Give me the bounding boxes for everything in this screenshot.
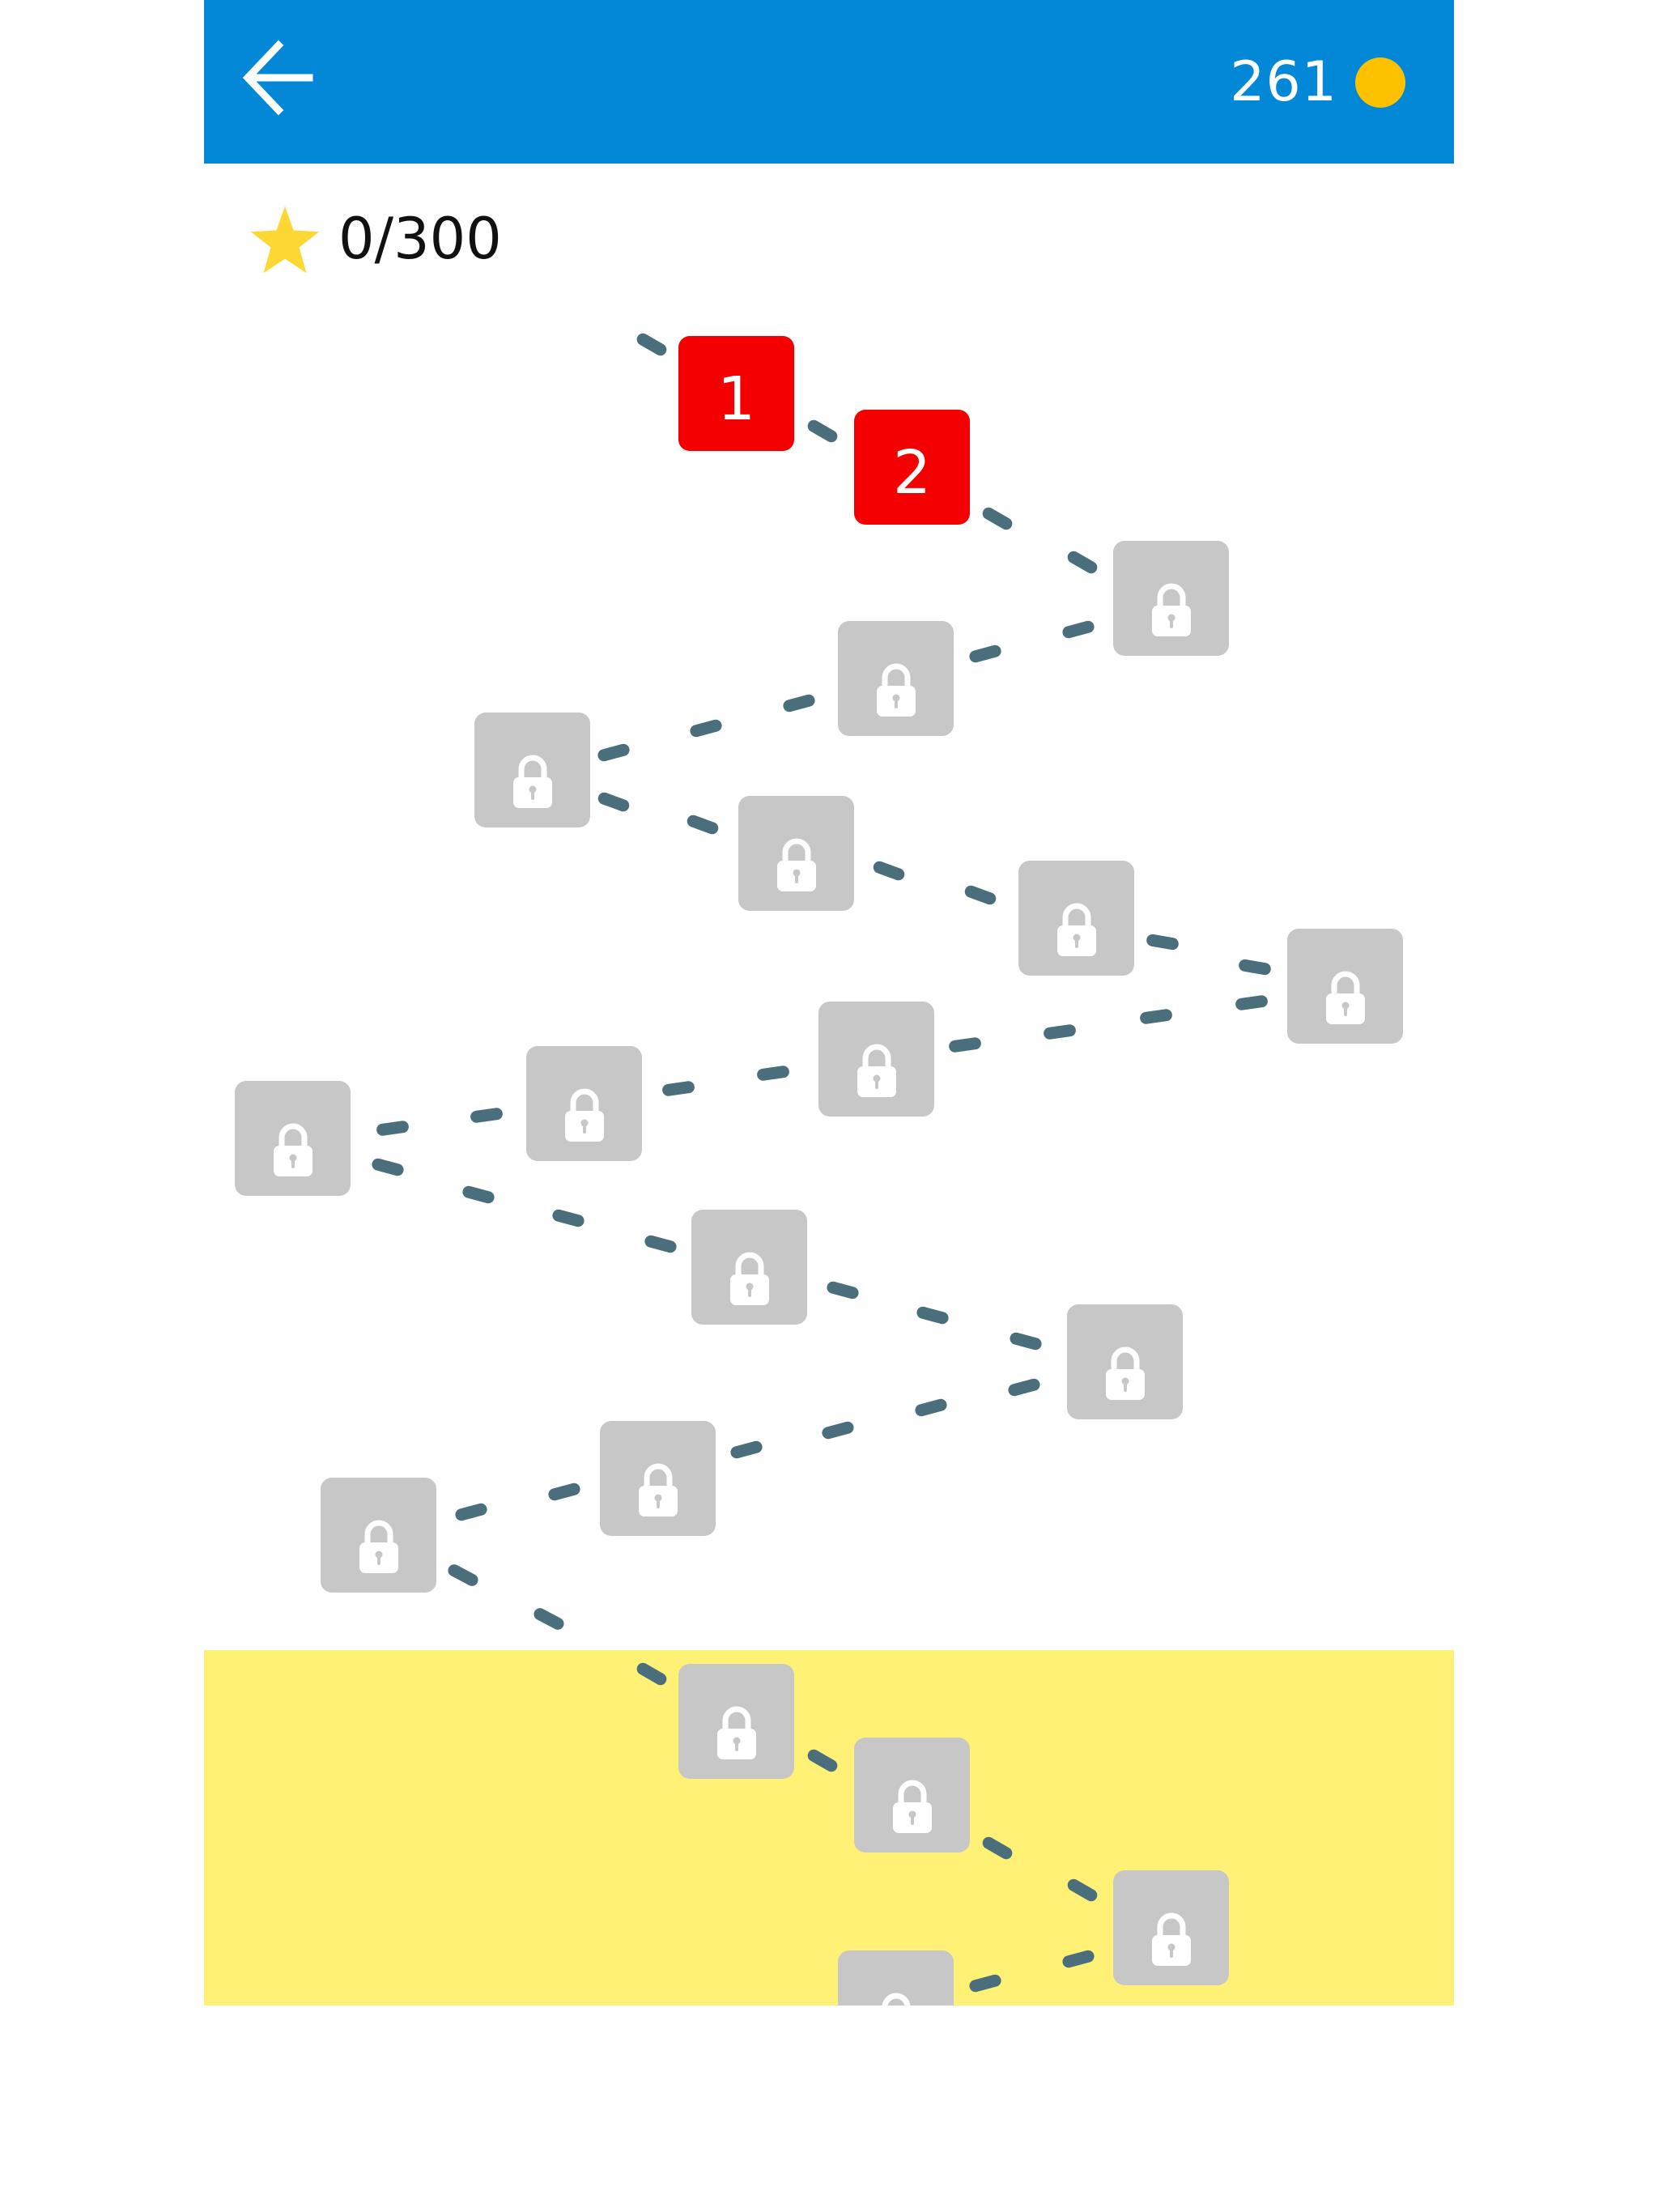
- path-dash: [461, 1185, 496, 1205]
- lock-icon: [359, 1520, 398, 1573]
- path-dash: [685, 813, 721, 836]
- lock-icon: [564, 1088, 604, 1142]
- level-tile-locked[interactable]: [1067, 1304, 1183, 1419]
- path-dash: [643, 1234, 678, 1254]
- level-tile-locked[interactable]: [526, 1046, 642, 1161]
- level-tile-locked[interactable]: [600, 1421, 716, 1536]
- level-number: 2: [892, 438, 932, 508]
- path-dash: [688, 718, 724, 738]
- path-dash: [805, 418, 840, 445]
- path-dash: [531, 1606, 567, 1632]
- path-dash: [634, 331, 670, 358]
- lock-icon: [1325, 971, 1365, 1024]
- coin-balance: 261: [1230, 50, 1405, 115]
- path-dash: [1008, 1331, 1044, 1351]
- path-dash: [1146, 933, 1180, 951]
- level-tile-locked[interactable]: [1113, 1870, 1229, 1985]
- level-tile-locked[interactable]: [1287, 929, 1403, 1044]
- path-dash: [980, 1835, 1015, 1861]
- level-tile-locked[interactable]: [818, 1002, 934, 1117]
- path-dash: [963, 883, 998, 907]
- path-dash: [634, 1661, 670, 1687]
- lock-icon: [1151, 1912, 1191, 1966]
- level-tile-locked[interactable]: [838, 1950, 954, 2006]
- level-tile-1[interactable]: 1: [678, 336, 794, 451]
- path-dash: [596, 790, 631, 814]
- path-dash: [967, 644, 1003, 664]
- path-dash: [596, 742, 631, 763]
- path-dash: [948, 1036, 982, 1053]
- path-dash: [967, 1973, 1003, 1993]
- path-dash: [1006, 1377, 1042, 1397]
- coin-icon: [1355, 57, 1405, 108]
- lock-icon: [729, 1252, 769, 1305]
- path-dash: [376, 1120, 410, 1137]
- path-dash: [470, 1107, 504, 1124]
- level-tile-locked[interactable]: [838, 621, 954, 736]
- path-dash: [1235, 994, 1269, 1011]
- lock-icon: [716, 1706, 756, 1759]
- lock-icon: [1105, 1346, 1145, 1400]
- path-dash: [825, 1280, 861, 1300]
- path-dash: [551, 1208, 586, 1228]
- level-tile-locked[interactable]: [235, 1081, 351, 1196]
- path-dash: [913, 1397, 949, 1418]
- lock-icon: [892, 1780, 932, 1833]
- lock-icon: [776, 838, 816, 891]
- stars-count: 0/300: [338, 206, 502, 272]
- path-dash: [756, 1065, 790, 1082]
- path-dash: [370, 1157, 406, 1177]
- lock-icon: [882, 1993, 910, 2006]
- star-progress: 0/300: [249, 202, 502, 275]
- lock-icon: [1056, 903, 1096, 956]
- lock-icon: [512, 755, 552, 808]
- back-button[interactable]: [228, 32, 325, 130]
- path-dash: [980, 505, 1015, 532]
- lock-icon: [857, 1044, 896, 1097]
- path-dash: [1061, 619, 1096, 640]
- level-tile-locked[interactable]: [1113, 541, 1229, 656]
- level-tile-locked[interactable]: [691, 1210, 807, 1325]
- path-dash: [661, 1080, 695, 1097]
- path-dash: [1043, 1023, 1077, 1040]
- level-tile-locked[interactable]: [1018, 861, 1134, 976]
- path-dash: [546, 1482, 582, 1502]
- path-dash: [729, 1440, 764, 1460]
- path-dash: [871, 859, 907, 883]
- level-tile-locked[interactable]: [738, 796, 854, 911]
- path-dash: [1061, 1949, 1096, 1969]
- coin-count: 261: [1230, 50, 1337, 114]
- path-dash: [1065, 1877, 1100, 1904]
- path-dash: [1139, 1008, 1173, 1025]
- top-app-bar: 261: [204, 0, 1454, 164]
- lock-icon: [638, 1463, 678, 1516]
- path-dash: [453, 1502, 489, 1522]
- world-band-highlight: [204, 1650, 1454, 2006]
- path-dash: [445, 1562, 481, 1589]
- lock-icon: [876, 663, 916, 717]
- lock-icon: [1151, 583, 1191, 636]
- path-dash: [781, 693, 817, 713]
- path-dash: [1065, 549, 1100, 576]
- path-dash: [805, 1747, 840, 1774]
- path-dash: [1238, 958, 1272, 976]
- arrow-left-icon: [242, 40, 313, 116]
- level-tile-locked[interactable]: [321, 1478, 436, 1593]
- level-tile-locked[interactable]: [678, 1664, 794, 1779]
- lock-icon: [273, 1123, 312, 1176]
- path-dash: [820, 1420, 856, 1440]
- level-tile-locked[interactable]: [474, 713, 590, 827]
- path-dash: [915, 1305, 950, 1325]
- level-tile-locked[interactable]: [854, 1738, 970, 1853]
- level-number: 1: [716, 364, 756, 434]
- star-icon: [250, 206, 320, 274]
- level-tile-2[interactable]: 2: [854, 410, 970, 525]
